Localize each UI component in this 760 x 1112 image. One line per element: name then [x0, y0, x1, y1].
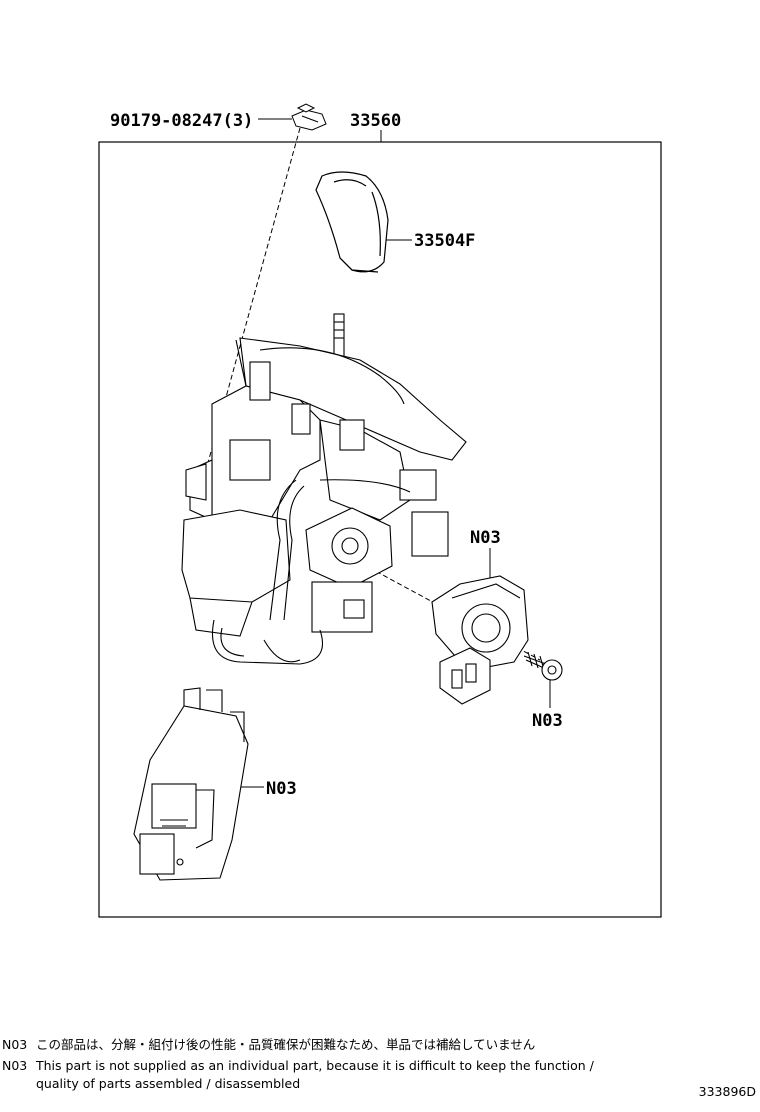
note-text: This part is not supplied as an individu… [36, 1058, 594, 1073]
callout-module: N03 [266, 779, 297, 799]
reference-id: 333896D [698, 1084, 756, 1099]
shift-lever-assembly-icon [181, 313, 467, 665]
dashed-bolt-line [205, 127, 301, 471]
note-english-continuation: quality of parts assembled / disassemble… [36, 1076, 301, 1091]
callout-assembly: 33560 [350, 111, 401, 131]
callout-screw: N03 [532, 711, 563, 731]
note-code: N03 [2, 1058, 28, 1073]
callout-knob: 33504F [414, 231, 475, 251]
position-sensor-icon [431, 575, 529, 705]
note-english: N03 This part is not supplied as an indiv… [2, 1057, 594, 1074]
note-code: N03 [2, 1037, 28, 1052]
note-japanese: N03 この部品は、分解・組付け後の性能・品質確保が困難なため、単品では補給してい… [2, 1036, 535, 1053]
note-text: この部品は、分解・組付け後の性能・品質確保が困難なため、単品では補給していません [36, 1037, 536, 1052]
callout-bolt: 90179-08247(3) [110, 111, 253, 131]
bolt-icon [291, 103, 327, 131]
control-module-icon [133, 687, 249, 881]
callout-sensor: N03 [470, 528, 501, 548]
shift-knob-icon [315, 171, 389, 273]
screw-icon [523, 651, 563, 681]
assembly-frame [98, 141, 662, 918]
